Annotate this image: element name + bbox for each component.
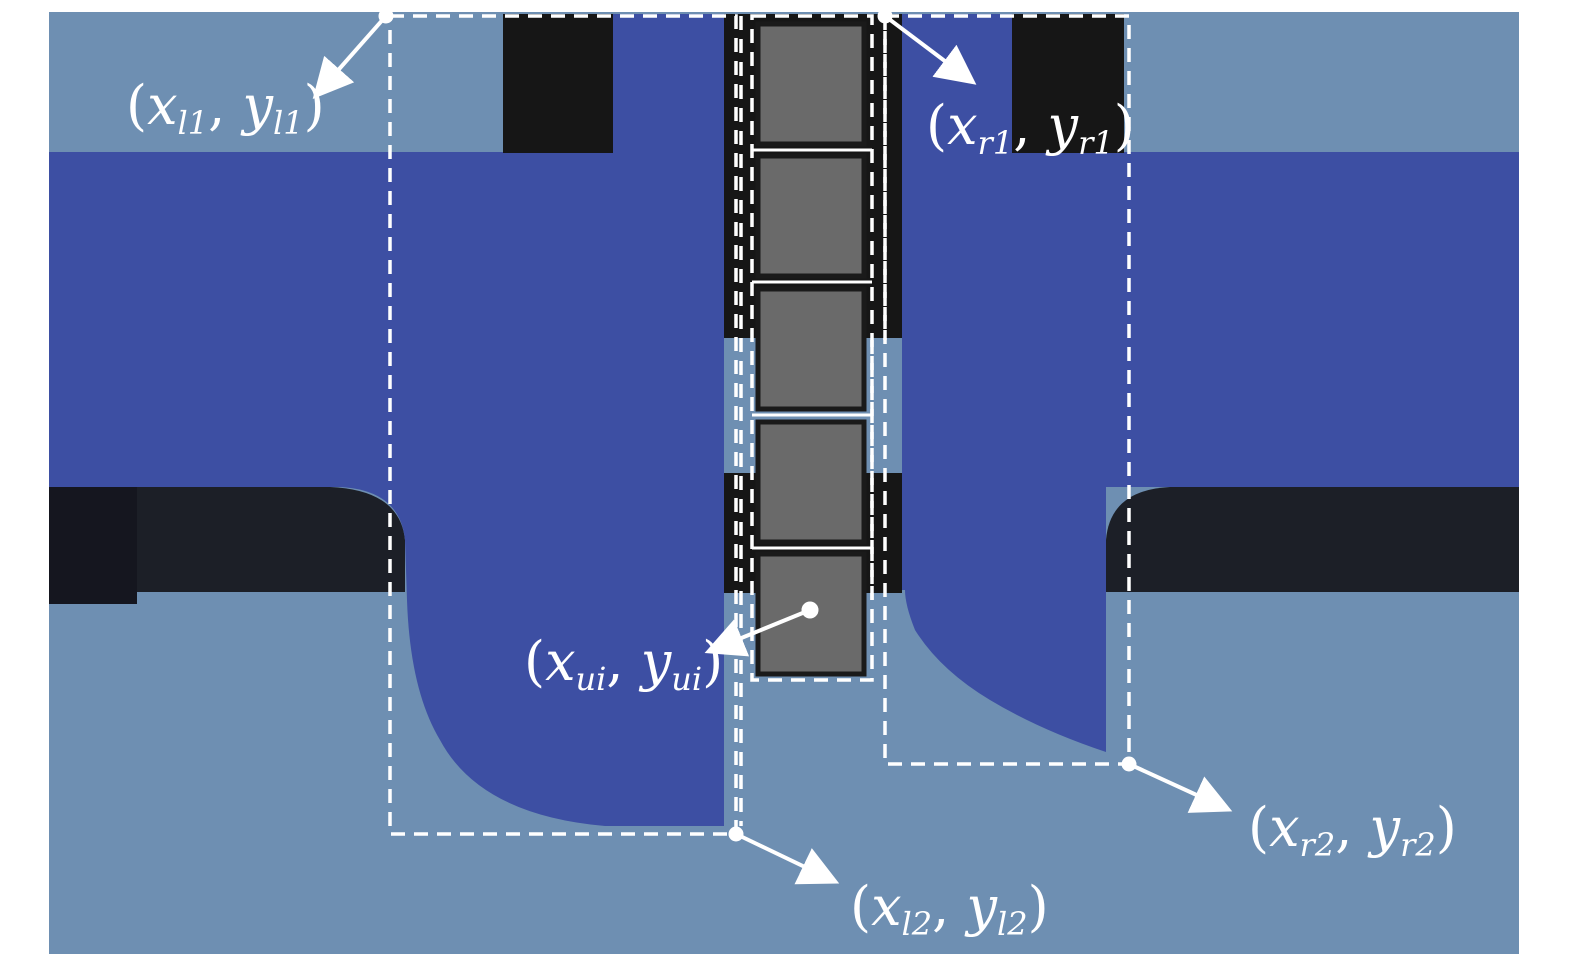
- cell-1: [755, 21, 867, 147]
- cell-2: [755, 153, 867, 279]
- label-r2: (xr2, yr2): [1248, 796, 1457, 864]
- left-bounding-box: [388, 14, 738, 836]
- black-block-right-top: [1012, 14, 1124, 153]
- label-l1: (xl1, yl1): [126, 74, 325, 142]
- label-r1: (xr1, yr1): [926, 94, 1135, 162]
- cell-stack: [755, 21, 867, 677]
- cell-3: [755, 286, 867, 412]
- cell-column-box: [750, 14, 874, 682]
- cell-4: [755, 419, 867, 545]
- annotation-pointers: [312, 8, 1233, 885]
- dark-block-left: [49, 487, 137, 604]
- arrow-r1: [883, 14, 977, 85]
- arrow-ui: [704, 608, 811, 657]
- dark-band-right: [1106, 487, 1519, 592]
- label-ui: (xui, yui): [524, 630, 723, 698]
- arrow-l2: [735, 832, 840, 885]
- left-blue-region: [340, 14, 724, 826]
- dark-band-left: [49, 487, 405, 592]
- dashed-boxes: [388, 14, 1131, 836]
- cell-separators: [752, 148, 872, 550]
- arrow-l1: [312, 14, 388, 99]
- black-block-left-top: [503, 14, 613, 153]
- label-l2: (xl2, yl2): [850, 875, 1049, 943]
- right-bounding-box: [883, 14, 1131, 766]
- arrow-r2: [1128, 762, 1233, 813]
- right-blue-region: [885, 14, 1106, 752]
